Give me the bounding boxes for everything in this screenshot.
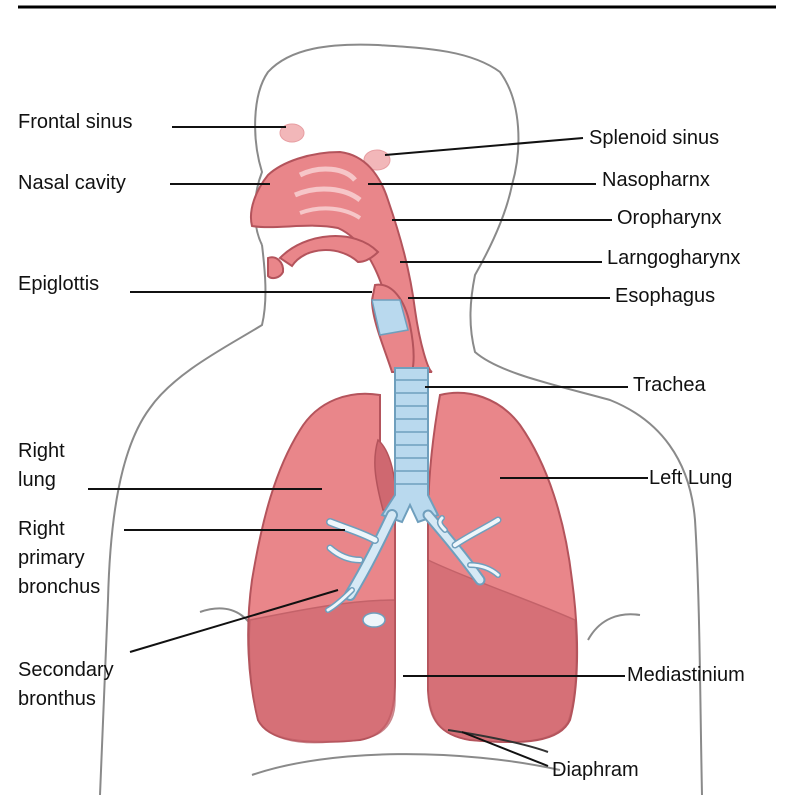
lymph-node <box>362 612 386 628</box>
label-esophagus: Esophagus <box>615 285 716 307</box>
lips-shape <box>267 256 285 280</box>
trachea-shape <box>380 367 440 524</box>
left-lung-lower-lobe <box>427 558 578 743</box>
label-epiglottis: Epiglottis <box>18 273 100 295</box>
label-splenoid-sinus: Splenoid sinus <box>589 127 720 149</box>
larynx-cartilage <box>371 299 409 336</box>
label-right-primary-bronchus-line2: primary <box>18 547 85 569</box>
leader-lines <box>88 126 648 767</box>
left-bronchus-tree <box>422 509 502 586</box>
leader-diaphragm <box>461 731 549 767</box>
label-right-primary-bronchus-line3: bronchus <box>18 576 101 598</box>
label-laryngopharynx: Larngogharynx <box>607 247 741 269</box>
nasal-concha-1 <box>298 166 357 182</box>
label-right-lung-line2: lung <box>18 469 56 491</box>
sphenoid-sinus-shape <box>363 149 391 171</box>
label-nasal-cavity: Nasal cavity <box>18 172 126 194</box>
label-oropharynx: Oropharynx <box>617 207 722 229</box>
waist-outline <box>251 753 561 776</box>
label-diaphragm: Diaphram <box>552 759 639 781</box>
label-left-lung: Left Lung <box>649 467 733 489</box>
frontal-sinus-shape <box>279 123 305 143</box>
label-frontal-sinus: Frontal sinus <box>18 111 133 133</box>
label-trachea: Trachea <box>633 374 706 396</box>
nasal-concha-2 <box>294 186 362 203</box>
label-right-lung-line1: Right <box>18 440 65 462</box>
leader-splenoid-sinus <box>384 137 584 156</box>
label-secondary-bronchus-line1: Secondary <box>18 659 114 681</box>
diaphragm-shape <box>447 729 549 753</box>
label-nasopharynx: Nasopharnx <box>602 169 710 191</box>
right-bronchus-tree <box>325 509 398 613</box>
label-mediastinum: Mediastinium <box>627 664 745 686</box>
arm-outline-left <box>587 613 641 641</box>
label-secondary-bronchus-line2: bronthus <box>18 688 96 710</box>
palate-shape <box>278 235 380 268</box>
nasal-cavity-shape <box>250 150 433 373</box>
nasal-concha-3 <box>299 206 362 220</box>
body-outline <box>99 43 703 795</box>
leader-secondary-bronchus <box>129 589 339 653</box>
label-right-primary-bronchus-line1: Right <box>18 518 65 540</box>
